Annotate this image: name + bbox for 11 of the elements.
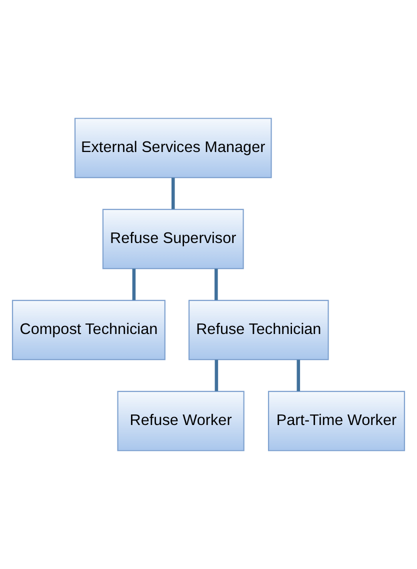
connector xyxy=(132,268,136,300)
connector xyxy=(172,178,175,210)
connector xyxy=(214,268,218,300)
node-box: Refuse Technician xyxy=(188,300,329,360)
connector xyxy=(296,360,300,392)
node-box: Refuse Supervisor xyxy=(102,208,244,270)
node-box: Refuse Worker xyxy=(117,390,244,452)
node-box: Compost Technician xyxy=(12,300,166,360)
node-box: External Services Manager xyxy=(74,118,272,178)
node-box: Part-Time Worker xyxy=(268,390,406,452)
connector xyxy=(214,360,218,392)
